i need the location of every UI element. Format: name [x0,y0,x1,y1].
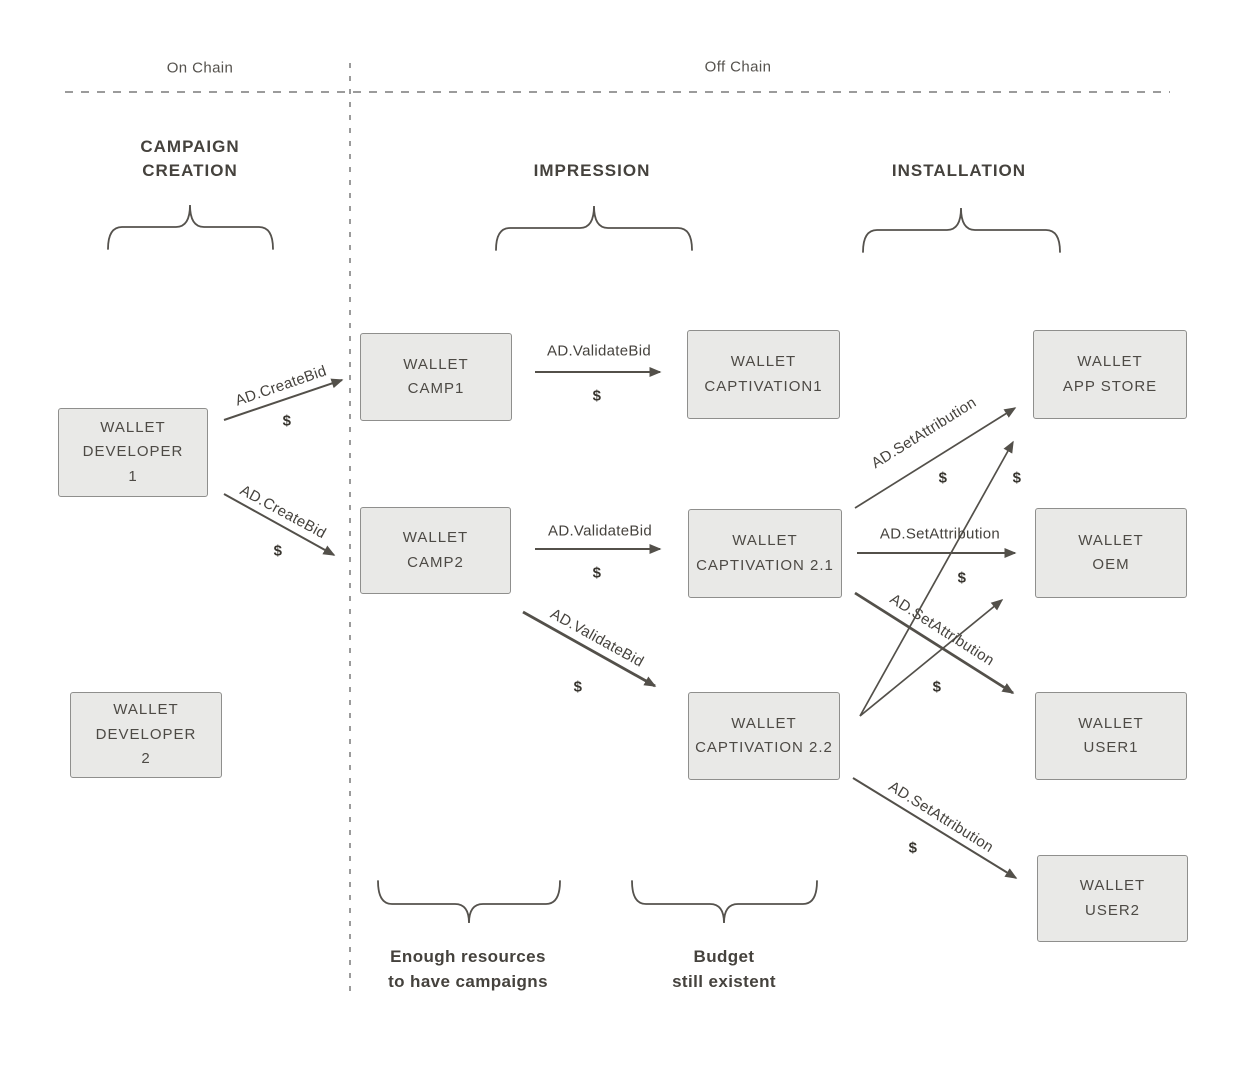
node-label: WALLET [1077,353,1143,370]
node-label: WALLET [1079,877,1146,894]
off-chain-label: Off Chain [704,58,772,76]
edge-fee-set-attribution-user2: $ [908,839,918,857]
node-wallet-captivation-2-2: WALLET CAPTIVATION 2.2 [688,692,840,780]
node-label: WALLET [113,701,179,719]
node-label: OEM [1092,556,1130,573]
edge-label-validate-bid-2: AD.ValidateBid [548,522,652,540]
node-wallet-captivation1: WALLET CAPTIVATION1 [687,330,840,419]
edge-fee-set-attribution-oem: $ [957,569,967,587]
node-label: WALLET [402,529,469,546]
node-wallet-user1: WALLET USER1 [1035,692,1187,780]
node-label: USER2 [1084,901,1141,919]
arrow-set-attribution-user2 [852,777,1018,879]
edge-fee-set-attribution-user1: $ [932,678,942,696]
edge-fee-validate-bid-2: $ [592,564,602,582]
arrow-create-bid-1 [223,378,344,421]
arrow-validate-bid-3 [522,610,657,688]
arrow-create-bid-2 [223,493,336,556]
phase-installation: INSTALLATION [891,161,1027,180]
phase-campaign-creation-line2: CREATION [142,161,238,180]
phase-impression: IMPRESSION [533,161,651,180]
edge-fee-set-attribution-appstore: $ [938,469,948,487]
node-wallet-user2: WALLET USER2 [1037,855,1188,942]
arrow-set-attribution-user1 [854,591,1015,695]
edge-label-set-attribution-oem: AD.SetAttribution [879,525,1001,543]
node-wallet-camp1: WALLET CAMP1 [360,333,512,421]
node-label: CAPTIVATION 2.2 [695,739,833,756]
node-wallet-app-store: WALLET APP STORE [1033,330,1187,419]
brace-campaign-creation [107,204,274,250]
node-wallet-developer-1: WALLET DEVELOPER 1 [58,408,208,497]
brace-budget [631,880,818,924]
caption-budget-line1: Budget [693,947,755,966]
node-label: 2 [141,750,151,768]
caption-resources-line1: Enough resources [390,947,546,966]
brace-enough-resources [377,880,561,924]
node-label: DEVELOPER [82,443,184,461]
node-label: WALLET [730,353,797,370]
node-wallet-oem: WALLET OEM [1035,508,1187,598]
node-label: WALLET [100,418,166,436]
node-label: WALLET [732,532,798,549]
node-label: CAMP2 [407,553,464,571]
arrow-set-attribution-appstore [854,407,1017,509]
caption-resources-line2: to have campaigns [388,972,548,991]
edge-fee-create-bid-1: $ [282,412,292,430]
node-label: CAPTIVATION1 [704,377,823,395]
node-label: CAMP1 [407,380,465,397]
node-wallet-camp2: WALLET CAMP2 [360,507,511,594]
phase-campaign-creation-line1: CAMPAIGN [140,137,240,156]
node-wallet-captivation-2-1: WALLET CAPTIVATION 2.1 [688,509,842,598]
node-label: WALLET [1078,714,1144,732]
node-wallet-developer-2: WALLET DEVELOPER 2 [70,692,222,778]
caption-budget-line2: still existent [672,972,776,991]
brace-impression [495,205,693,251]
node-label: APP STORE [1062,377,1158,395]
node-label: WALLET [1078,531,1144,549]
edge-fee-validate-bid-3: $ [573,678,583,696]
on-chain-label: On Chain [166,59,234,77]
brace-installation [862,207,1061,253]
edge-fee-set-attribution-appstore-2: $ [1012,469,1022,487]
node-label: CAPTIVATION 2.1 [696,556,834,574]
node-label: USER1 [1083,739,1139,756]
node-label: DEVELOPER [95,725,197,743]
edge-fee-validate-bid-1: $ [592,387,602,405]
node-label: 1 [128,467,138,485]
arrow-set-attribution-oem-2 [859,599,1004,717]
node-label: WALLET [731,714,797,732]
edge-fee-create-bid-2: $ [273,542,283,560]
edge-label-validate-bid-1: AD.ValidateBid [547,342,651,360]
arrow-set-attribution-appstore-2 [859,440,1014,717]
node-label: WALLET [403,355,469,373]
